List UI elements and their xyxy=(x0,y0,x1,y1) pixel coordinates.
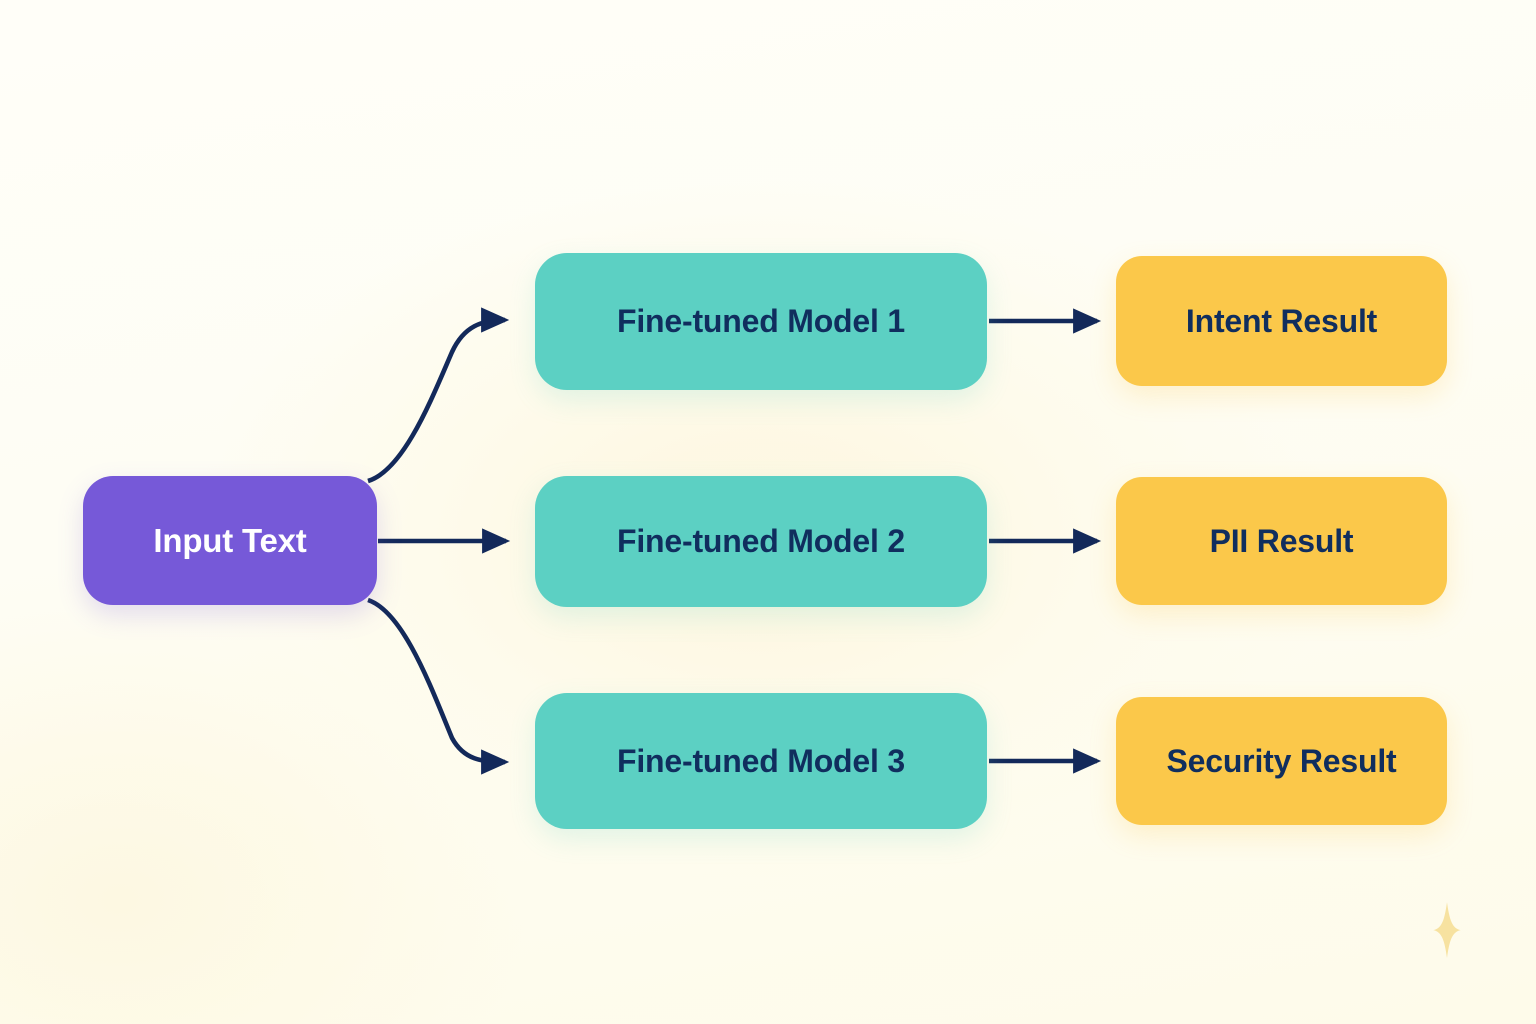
node-security-result[interactable]: Security Result xyxy=(1116,697,1447,825)
edge-input-to-model-1 xyxy=(367,307,510,484)
node-intent-result-label: Intent Result xyxy=(1185,302,1378,339)
node-fine-tuned-model-3-label: Fine-tuned Model 3 xyxy=(617,742,905,779)
node-fine-tuned-model-2[interactable]: Fine-tuned Model 2 xyxy=(535,476,987,607)
node-pii-result-label: PII Result xyxy=(1209,522,1354,559)
node-fine-tuned-model-1-label: Fine-tuned Model 1 xyxy=(617,303,905,339)
sparkle-icon xyxy=(1433,902,1461,959)
node-fine-tuned-model-1[interactable]: Fine-tuned Model 1 xyxy=(535,253,987,390)
edge-input-to-model-3 xyxy=(367,597,510,775)
node-fine-tuned-model-2-label: Fine-tuned Model 2 xyxy=(617,523,905,559)
node-input-text-label: Input Text xyxy=(153,521,307,559)
node-input-text[interactable]: Input Text xyxy=(83,476,377,605)
node-intent-result[interactable]: Intent Result xyxy=(1116,256,1447,386)
node-fine-tuned-model-3[interactable]: Fine-tuned Model 3 xyxy=(535,693,987,829)
node-security-result-label: Security Result xyxy=(1166,742,1397,779)
node-pii-result[interactable]: PII Result xyxy=(1116,477,1447,605)
